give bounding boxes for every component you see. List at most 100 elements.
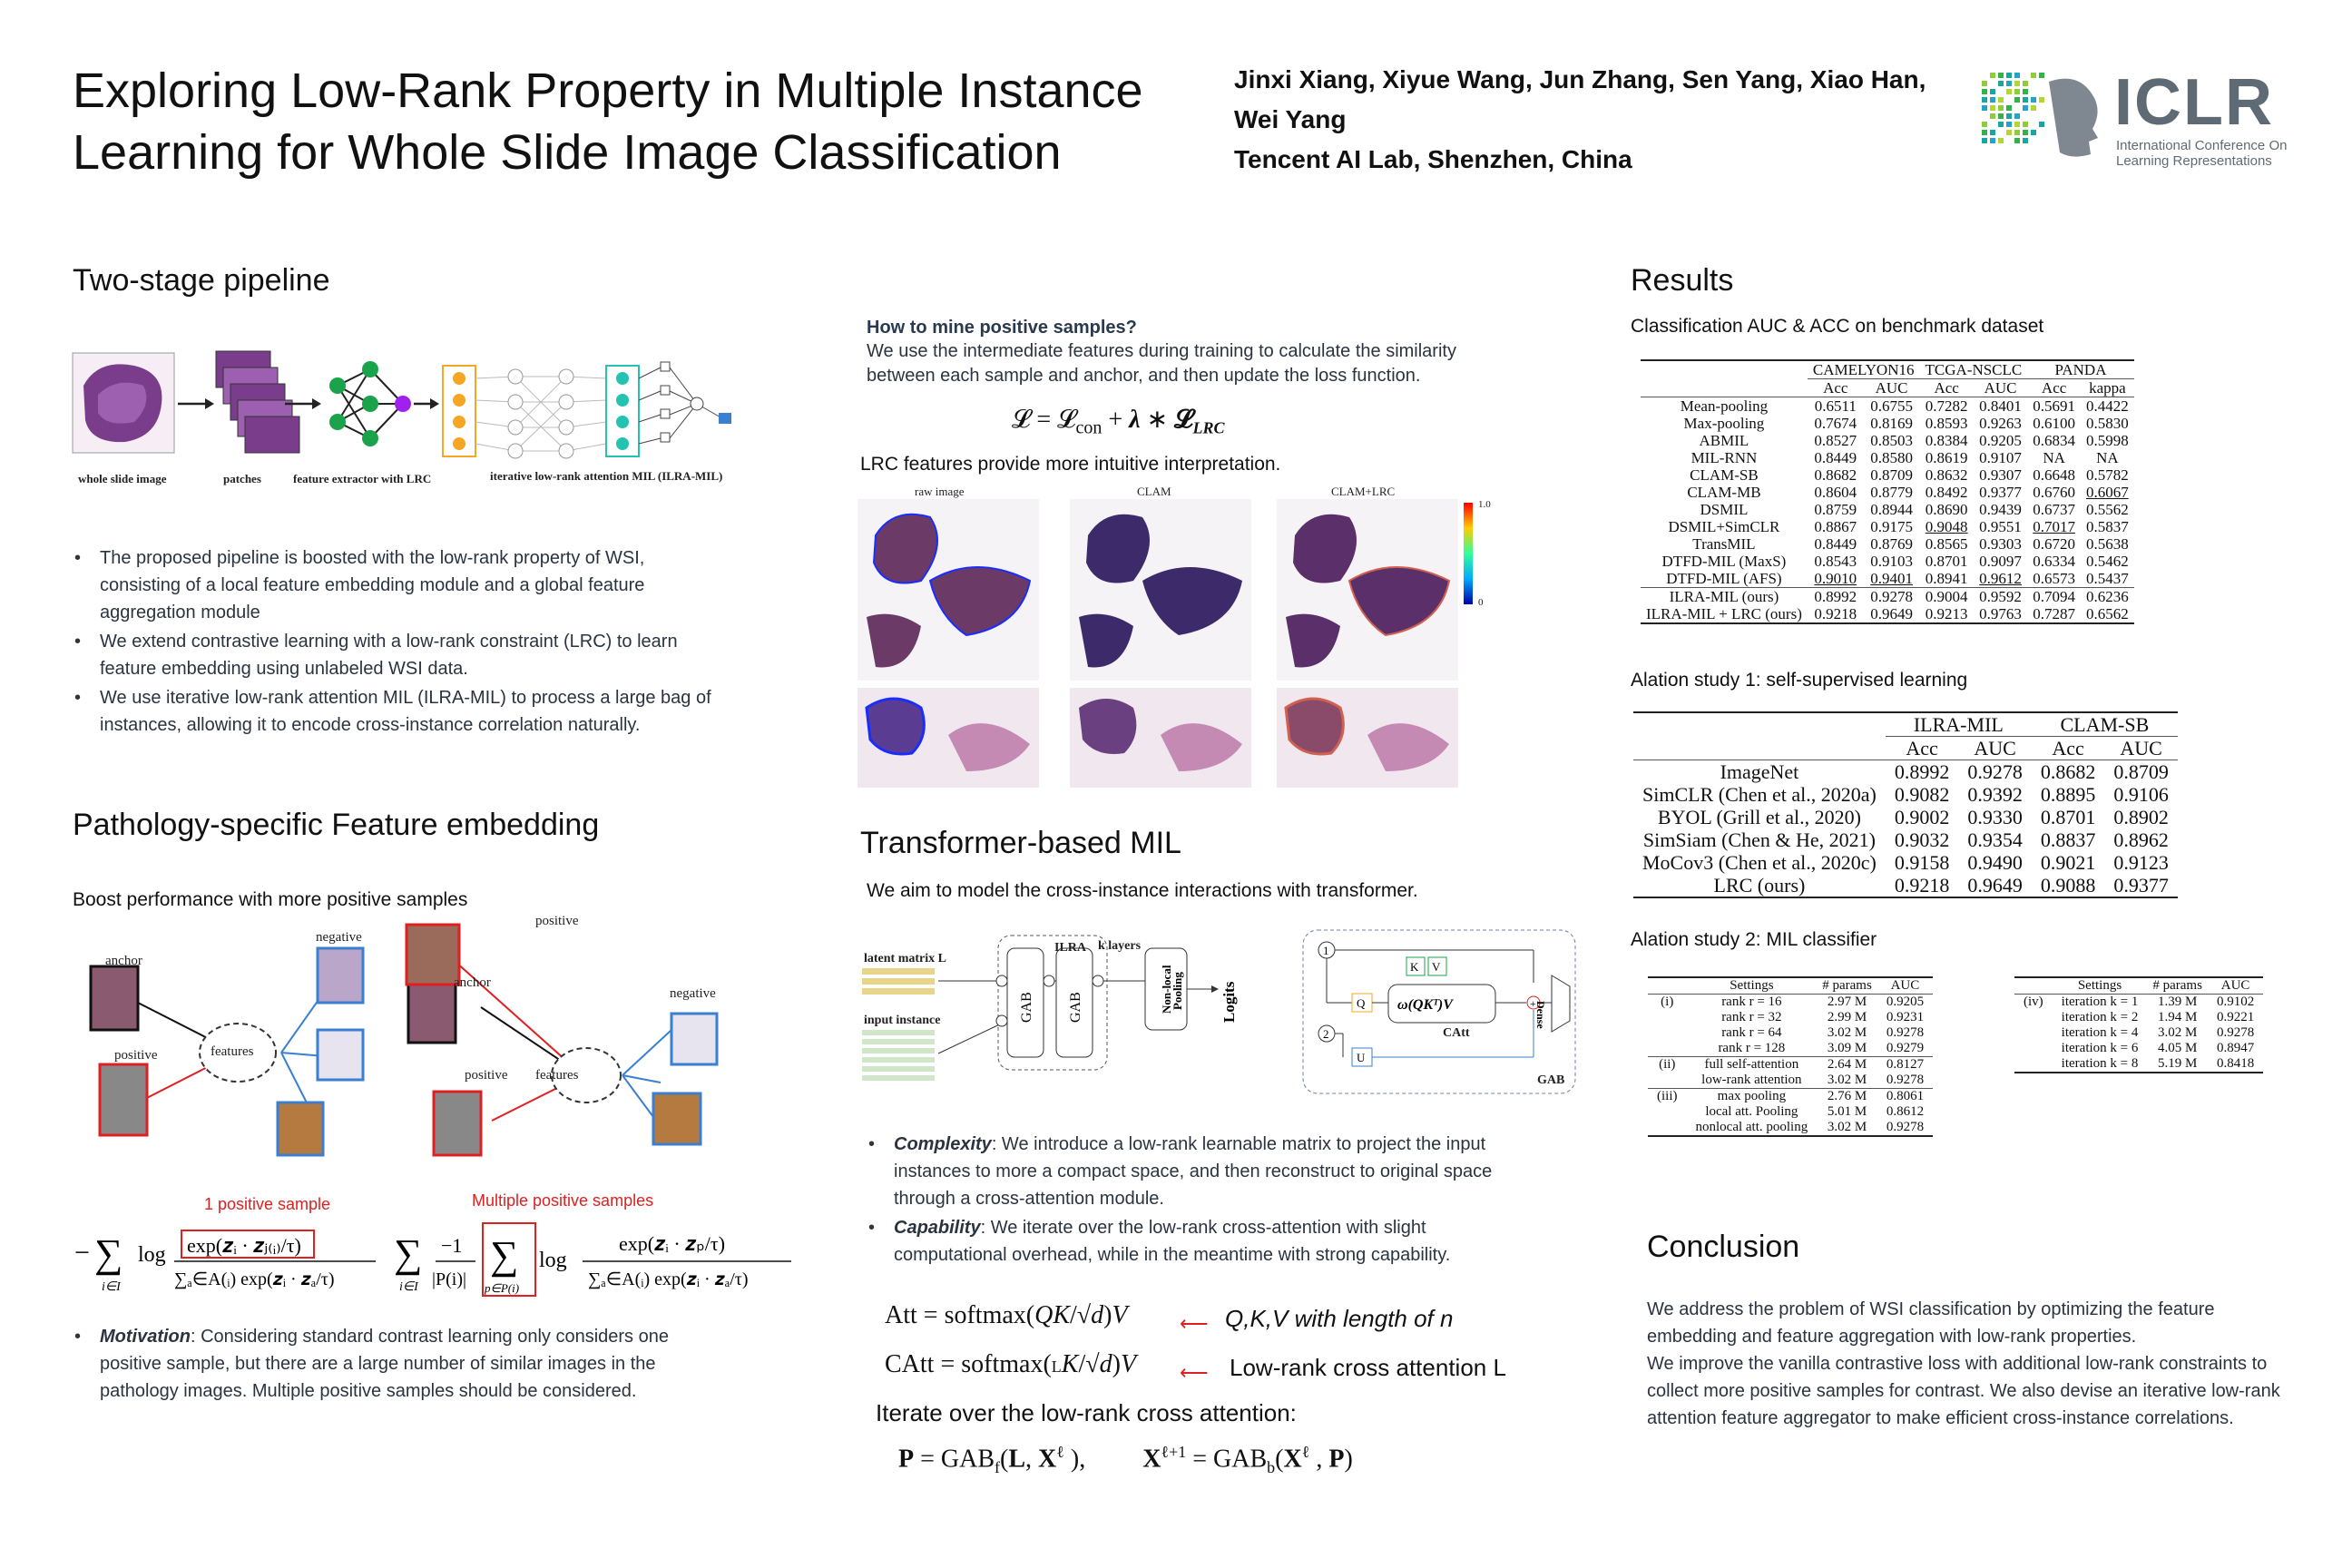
conclusion-p2: We improve the vanilla contrastive loss … bbox=[1647, 1354, 2280, 1428]
contrastive-figure: anchor positive features negative anchor… bbox=[73, 914, 744, 1166]
poster-title: Exploring Low-Rank Property in Multiple … bbox=[73, 64, 1143, 180]
interpretation-figure: raw image CLAM CLAM+LRC 1.0 0 bbox=[858, 481, 1511, 794]
arrow-left-icon: ⟵ bbox=[1180, 1312, 1209, 1335]
svg-text:p∈P(i): p∈P(i) bbox=[484, 1281, 519, 1295]
label-patches: patches bbox=[223, 472, 261, 485]
t3-caption: Alation study 2: MIL classifier bbox=[1631, 929, 1877, 950]
svg-text:exp(𝒛ᵢ · 𝒛ₚ/τ): exp(𝒛ᵢ · 𝒛ₚ/τ) bbox=[619, 1232, 725, 1255]
motivation-block: Motivation: Considering standard contras… bbox=[73, 1323, 726, 1406]
capability-bullet: Capability: We iterate over the low-rank… bbox=[867, 1214, 1538, 1269]
svg-text:K: K bbox=[1410, 960, 1419, 974]
svg-text:i∈I: i∈I bbox=[399, 1280, 419, 1294]
col-raw-image: raw image bbox=[915, 485, 965, 498]
label-anchor-1: anchor bbox=[105, 954, 142, 968]
label-ilra-mil: iterative low-rank attention MIL (ILRA-M… bbox=[490, 469, 723, 483]
svg-text:Non-local: Non-local bbox=[1160, 965, 1173, 1014]
svg-text:Logits: Logits bbox=[1220, 981, 1238, 1023]
arrow-left-icon: ⟵ bbox=[1180, 1361, 1209, 1384]
label-anchor-2: anchor bbox=[454, 975, 491, 990]
multi-positive-label: Multiple positive samples bbox=[472, 1191, 654, 1210]
pipeline-bullets: The proposed pipeline is boosted with th… bbox=[73, 544, 726, 740]
label-wsi: whole slide image bbox=[78, 472, 167, 485]
affiliation: Tencent AI Lab, Shenzhen, China bbox=[1234, 145, 1632, 173]
svg-text:−1: −1 bbox=[441, 1234, 462, 1257]
label-positive-1: positive bbox=[114, 1048, 158, 1063]
loss-formula: 𝓛 = 𝓛con + λ ∗ 𝓛LRC bbox=[1012, 406, 1225, 438]
label-positive-3: positive bbox=[535, 914, 579, 928]
colorbar-max: 1.0 bbox=[1478, 499, 1491, 510]
gab-iteration-equation: P = GABf(L, Xℓ ), Xℓ+1 = GABb(Xℓ , P) bbox=[898, 1443, 1353, 1476]
att-note: Q,K,V with length of n bbox=[1225, 1305, 1454, 1332]
svg-text:log: log bbox=[138, 1243, 166, 1267]
att-equation: Att = softmax(QK/√d)V bbox=[885, 1301, 1128, 1329]
interp-heading: LRC features provide more intuitive inte… bbox=[860, 454, 1281, 475]
label-features-2: features bbox=[535, 1068, 579, 1083]
pipeline-heading: Two-stage pipeline bbox=[73, 263, 330, 298]
colorbar-min: 0 bbox=[1478, 597, 1484, 608]
svg-text:ω(QKᵀ)V: ω(QKᵀ)V bbox=[1397, 997, 1454, 1013]
svg-text:GAB: GAB bbox=[1019, 992, 1034, 1023]
t2-caption: Alation study 1: self-supervised learnin… bbox=[1631, 670, 1968, 691]
svg-text:GAB: GAB bbox=[1068, 992, 1083, 1023]
svg-text:−: − bbox=[74, 1238, 90, 1268]
one-positive-label: 1 positive sample bbox=[204, 1195, 331, 1213]
svg-text:∑: ∑ bbox=[94, 1231, 122, 1276]
svg-text:1: 1 bbox=[1323, 944, 1329, 957]
transformer-heading: Transformer-based MIL bbox=[860, 826, 1181, 860]
svg-text:+: + bbox=[1530, 997, 1536, 1010]
iclr-logo-text: ICLR bbox=[2114, 66, 2274, 139]
col-clam-lrc: CLAM+LRC bbox=[1331, 485, 1396, 498]
svg-text:exp(𝒛ᵢ · 𝒛ⱼ₍ᵢ₎/τ): exp(𝒛ᵢ · 𝒛ⱼ₍ᵢ₎/τ) bbox=[187, 1234, 301, 1257]
svg-text:|P(i)|: |P(i)| bbox=[432, 1269, 466, 1289]
label-features-1: features bbox=[211, 1044, 254, 1059]
embedding-heading: Pathology-specific Feature embedding bbox=[73, 808, 600, 842]
svg-text:V: V bbox=[1432, 960, 1441, 974]
iclr-logo-mark-icon bbox=[1982, 73, 2098, 157]
label-positive-2: positive bbox=[465, 1068, 508, 1083]
mining-heading: How to mine positive samples? bbox=[867, 318, 1137, 338]
motivation-label: Motivation bbox=[100, 1327, 191, 1347]
svg-text:∑ₐ∈A(ᵢ) exp(𝒛ᵢ · 𝒛ₐ/τ): ∑ₐ∈A(ᵢ) exp(𝒛ᵢ · 𝒛ₐ/τ) bbox=[588, 1269, 749, 1289]
diag-latent: latent matrix L bbox=[864, 952, 946, 965]
pipeline-figure: whole slide image patches feature extrac… bbox=[71, 349, 779, 495]
iterate-text: Iterate over the low-rank cross attentio… bbox=[876, 1399, 1297, 1426]
iclr-logo: ICLR International Conference On Learnin… bbox=[1978, 65, 2323, 174]
label-feature-extractor: feature extractor with LRC bbox=[293, 472, 432, 485]
svg-text:2: 2 bbox=[1323, 1027, 1329, 1041]
loss-equations: − ∑ i∈I log exp(𝒛ᵢ · 𝒛ⱼ₍ᵢ₎/τ) ∑ₐ∈A(ᵢ) ex… bbox=[74, 1216, 800, 1298]
col-clam: CLAM bbox=[1137, 485, 1171, 498]
transformer-intro: We aim to model the cross-instance inter… bbox=[867, 880, 1418, 901]
svg-text:U: U bbox=[1357, 1051, 1366, 1064]
svg-text:∑: ∑ bbox=[394, 1231, 422, 1276]
diag-ilra: ILRA bbox=[1054, 941, 1087, 955]
catt-equation: CAtt = softmax(LK/√d)V bbox=[885, 1350, 1137, 1378]
